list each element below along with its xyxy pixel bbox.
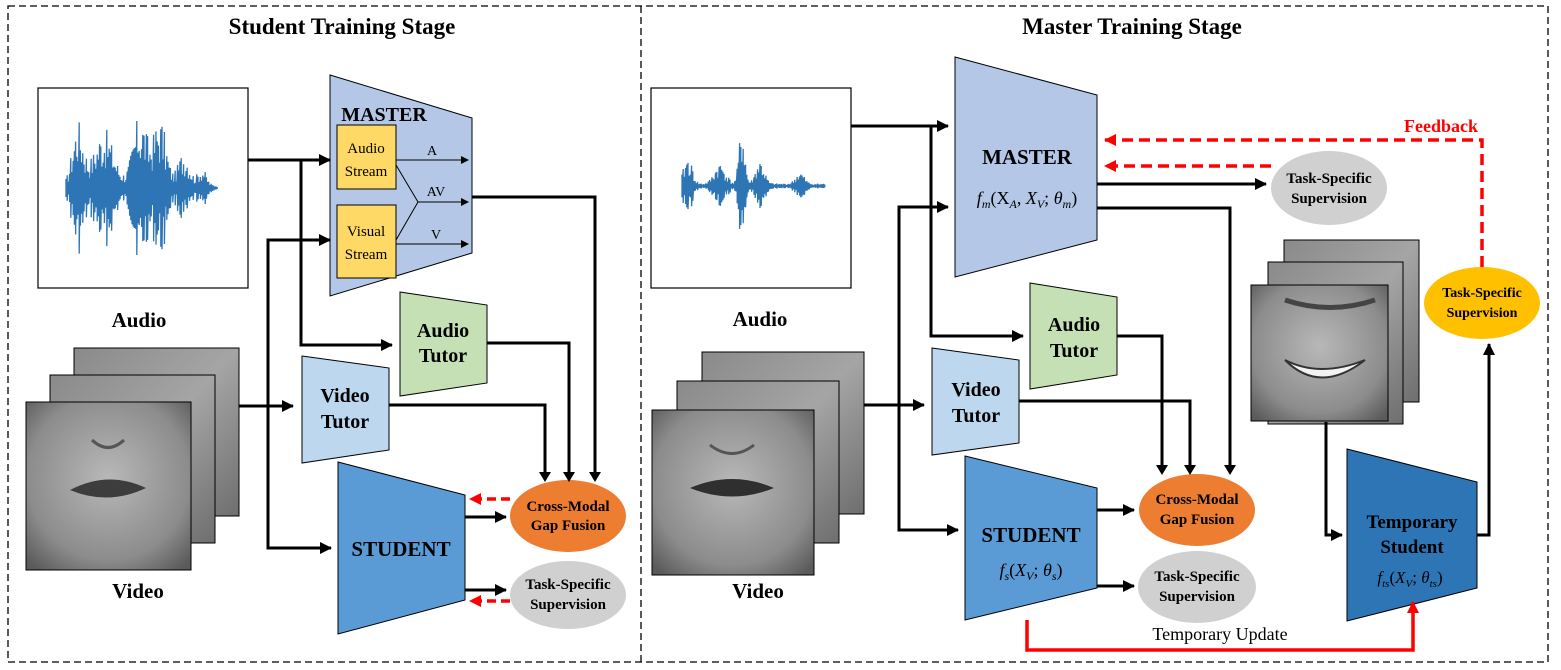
out-a-label: A (427, 144, 438, 159)
right-audio-label: Audio (733, 307, 788, 331)
right-waveform (681, 143, 826, 229)
left-fusion-line1: Cross-Modal (526, 499, 609, 515)
temp-student-line1: Temporary (1366, 512, 1458, 533)
right-student-supervision-line2: Supervision (1159, 589, 1236, 605)
right-master-supervision-line1: Task-Specific (1286, 171, 1372, 187)
feedback-label: Feedback (1404, 116, 1478, 136)
right-student-function: fs(XV; θs) (999, 560, 1062, 583)
visual-stream-line1: Visual (347, 224, 385, 240)
out-v-label: V (431, 228, 441, 243)
left-red-feedback (469, 493, 510, 607)
temp-student-video-input (1250, 239, 1420, 425)
right-student-block (964, 455, 1098, 621)
left-video-input (25, 347, 240, 571)
temp-student-line2: Student (1380, 537, 1444, 558)
left-audio-tutor-block (399, 291, 488, 397)
left-student-block (337, 461, 466, 635)
audio-stream-block (336, 124, 397, 190)
right-master-block (954, 56, 1098, 278)
left-arrowheads (539, 472, 601, 482)
left-master-label: MASTER (341, 104, 427, 126)
right-fusion-node (1139, 474, 1255, 546)
temp-student-function: fts(XV; θts) (1377, 568, 1442, 590)
left-connections (239, 154, 597, 596)
temp-supervision-line2: Supervision (1447, 306, 1518, 321)
outer-frame (7, 5, 1549, 663)
left-video-tutor-block (301, 355, 390, 464)
left-video-tutor-line1: Video (320, 385, 369, 407)
right-audio-tutor-line2: Tutor (1050, 340, 1098, 362)
visual-stream-block (336, 204, 397, 279)
left-student-label: STUDENT (351, 537, 450, 561)
right-video-tutor-line2: Tutor (952, 405, 1000, 427)
left-supervision-node (510, 561, 626, 629)
av-merge-top (395, 164, 419, 203)
left-audio-input (37, 87, 249, 289)
temp-student-block (1346, 448, 1478, 622)
right-master-function: fm(XA, XV; θm) (977, 188, 1077, 211)
right-video-tutor-line1: Video (951, 379, 1000, 401)
av-merge-bottom (395, 201, 419, 241)
right-video-input (651, 351, 865, 576)
left-audio-label: Audio (112, 308, 167, 332)
temp-supervision-node (1424, 267, 1540, 339)
left-video-label: Video (112, 579, 164, 603)
right-student-supervision-node (1138, 551, 1256, 623)
right-video-label: Video (732, 579, 784, 603)
right-audio-tutor-block (1029, 282, 1118, 390)
right-arrowheads (1156, 465, 1236, 475)
left-fusion-node (510, 480, 626, 552)
visual-stream-line2: Stream (345, 247, 388, 263)
audio-stream-line2: Stream (345, 164, 388, 180)
left-waveform (65, 120, 218, 256)
right-fusion-line1: Cross-Modal (1155, 492, 1238, 508)
right-student-label: STUDENT (981, 523, 1080, 547)
right-master-label: MASTER (982, 145, 1073, 169)
student-stage-title: Student Training Stage (229, 14, 456, 39)
temp-supervision-line1: Task-Specific (1442, 286, 1522, 301)
left-supervision-line1: Task-Specific (525, 577, 611, 593)
master-stage-title: Master Training Stage (1022, 14, 1242, 39)
left-fusion-line2: Gap Fusion (531, 518, 606, 534)
left-audio-tutor-line2: Tutor (419, 345, 467, 367)
left-video-tutor-line2: Tutor (321, 411, 369, 433)
right-audio-tutor-line1: Audio (1048, 314, 1100, 336)
temporary-update-label: Temporary Update (1152, 624, 1287, 644)
right-student-supervision-line1: Task-Specific (1154, 569, 1240, 585)
left-supervision-line2: Supervision (530, 597, 607, 613)
right-fusion-line2: Gap Fusion (1160, 512, 1235, 528)
left-audio-tutor-line1: Audio (417, 320, 469, 342)
audio-stream-line1: Audio (347, 141, 385, 157)
right-red-feedback (1025, 134, 1484, 652)
right-connections (851, 120, 1495, 592)
right-audio-input (650, 87, 852, 289)
right-master-supervision-node (1271, 151, 1387, 225)
out-av-label: AV (427, 185, 445, 200)
right-master-supervision-line2: Supervision (1291, 191, 1368, 207)
right-video-tutor-block (931, 347, 1020, 456)
